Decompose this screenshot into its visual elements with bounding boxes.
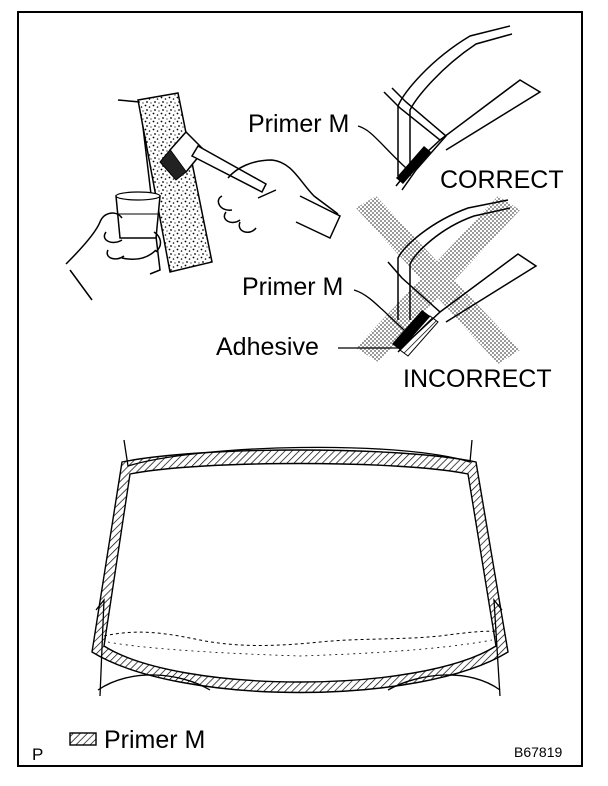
figure-id: B67819 — [514, 744, 563, 760]
primer-application-scene — [65, 92, 341, 301]
label-adhesive: Adhesive — [216, 333, 319, 361]
label-primer-correct: Primer M — [248, 110, 350, 138]
windshield-diagram — [91, 439, 509, 697]
label-primer-incorrect: Primer M — [242, 273, 344, 301]
correct-section-diagram — [357, 25, 542, 191]
figure-frame — [17, 11, 583, 767]
incorrect-section-diagram — [338, 196, 538, 364]
label-incorrect: INCORRECT — [403, 365, 552, 393]
legend-label: Primer M — [104, 726, 206, 754]
legend-swatch-icon — [69, 732, 97, 746]
label-correct: CORRECT — [440, 166, 564, 194]
corner-letter: P — [32, 745, 44, 764]
